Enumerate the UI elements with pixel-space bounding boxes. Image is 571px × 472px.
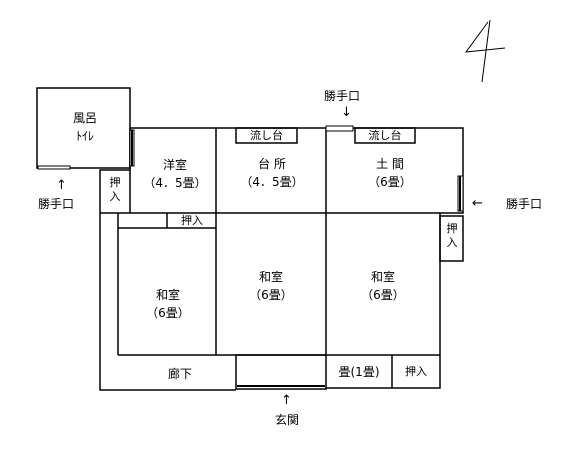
room-washitsu-left-label: 和室 （6畳） [128, 286, 208, 322]
room-washitsu-center-name: 和室 [258, 270, 283, 284]
room-western-name: 洋室 [162, 158, 187, 172]
closet-top-left-label: 押入 [109, 176, 121, 203]
closet-bottom-right-label: 押入 [405, 365, 427, 378]
room-washitsu-center-size: （6畳） [249, 288, 293, 302]
room-kitchen-name: 台 所 [258, 157, 286, 171]
room-bath-name: 風呂 [72, 111, 97, 125]
arrow-up-main-entrance: ↑ [281, 393, 292, 408]
door-service-left [37, 165, 71, 170]
room-western-size: （4．5畳） [143, 176, 207, 190]
room-washitsu-right-name: 和室 [370, 270, 395, 284]
room-washitsu-center-label: 和室 （6畳） [230, 268, 312, 304]
room-doma-name: 土 間 [376, 157, 404, 171]
tatami-small-label: 畳(1畳) [338, 365, 380, 379]
arrow-up-service-left: ↑ [56, 178, 67, 193]
room-kitchen-label: 台 所 （4．5畳） [226, 155, 318, 191]
door-service-top [325, 125, 354, 132]
room-washitsu-left-size: （6畳） [146, 306, 190, 320]
room-washitsu-left-name: 和室 [155, 288, 180, 302]
corridor-label: 廊下 [167, 367, 192, 381]
entrance-main-label: 玄関 [274, 413, 299, 427]
arrow-down-service-top: ↓ [341, 105, 352, 120]
room-doma-size: （6畳） [368, 175, 412, 189]
room-kitchen-size: （4．5畳） [240, 175, 304, 189]
entrance-service-left-label: 勝手口 [37, 197, 74, 211]
room-toilet-name: ﾄｲﾚ [75, 129, 94, 143]
room-washitsu-right-size: （6畳） [361, 288, 405, 302]
sink-left-box [235, 127, 298, 144]
page-number-mark [464, 19, 506, 83]
sink-right-label: 流し台 [368, 129, 402, 142]
room-washitsu-right-label: 和室 （6畳） [342, 268, 424, 304]
closet-mid-label: 押入 [181, 214, 203, 227]
sink-right-box [354, 127, 416, 144]
room-bath-label: 風呂 ﾄｲﾚ [60, 109, 110, 145]
closet-right-label: 押入 [446, 222, 458, 249]
room-doma-label: 土 間 （6畳） [350, 155, 430, 191]
sink-left-label: 流し台 [250, 129, 283, 142]
entrance-service-right-label: 勝手口 [505, 197, 542, 211]
room-western-label: 洋室 （4．5畳） [137, 156, 213, 192]
entrance-step [235, 354, 327, 390]
entrance-service-top-label: 勝手口 [323, 89, 360, 103]
arrow-left-service-right: ← [472, 196, 483, 211]
